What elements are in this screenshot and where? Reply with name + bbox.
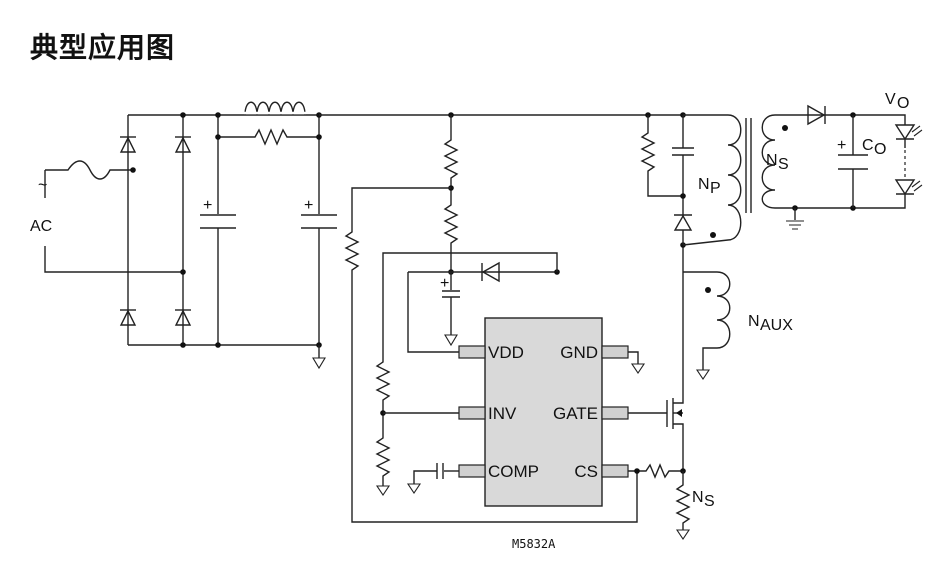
ic-part-number: M5832A — [512, 537, 556, 551]
co-label-sub: O — [874, 141, 886, 158]
ns-label-main: N — [766, 152, 778, 169]
controller-ic: VDD INV COMP GND GATE CS M5832A — [406, 317, 683, 551]
bridge-diode-1 — [119, 136, 137, 153]
page-title: 典型应用图 — [30, 31, 176, 64]
pin-gate-pad — [601, 406, 629, 420]
bridge-diode-3 — [119, 309, 137, 326]
ac-label: AC — [30, 218, 52, 235]
pin-inv-pad — [458, 406, 486, 420]
bridge-rectifier — [119, 112, 319, 348]
bulk-cap-1-plus: + — [203, 197, 212, 214]
naux-label-sub: AUX — [760, 317, 793, 334]
pin-comp-label: COMP — [488, 462, 539, 481]
bridge-diode-2 — [174, 136, 192, 153]
ns-label-sub: S — [778, 156, 789, 173]
startup-network: + — [319, 112, 683, 523]
vo-label-sub: O — [897, 95, 909, 112]
bridge-diode-4 — [174, 309, 192, 326]
pin-cs-label: CS — [574, 462, 598, 481]
pin-vdd-label: VDD — [488, 343, 524, 362]
output-cap-plus: + — [837, 137, 846, 154]
vo-label-main: V — [885, 91, 896, 108]
pin-cs-pad — [601, 464, 629, 478]
naux-label-main: N — [748, 313, 760, 330]
pin-inv-label: INV — [488, 404, 517, 423]
mosfet-switch: N S — [666, 245, 715, 540]
ic-body — [484, 317, 603, 507]
co-label-main: C — [862, 137, 874, 154]
pin-gnd-label: GND — [560, 343, 598, 362]
np-label-sub: P — [710, 180, 721, 197]
flyback-transformer: N P N S N AUX — [682, 114, 795, 380]
pin-gnd-pad — [601, 345, 629, 359]
vdd-cap-plus: + — [440, 275, 449, 292]
input-filter: + + — [200, 101, 337, 370]
output-stage: + C O V O — [786, 91, 923, 230]
rcd-snubber — [640, 112, 694, 248]
pin-vdd-pad — [458, 345, 486, 359]
rs-label-main: N — [692, 489, 704, 506]
bulk-cap-2-plus: + — [304, 197, 313, 214]
ac-tilde-label: ~ — [38, 177, 47, 194]
np-label-main: N — [698, 176, 710, 193]
rs-label-sub: S — [704, 493, 715, 510]
ac-input: ~ AC — [30, 160, 183, 273]
pin-gate-label: GATE — [553, 404, 598, 423]
pin-comp-pad — [458, 464, 486, 478]
